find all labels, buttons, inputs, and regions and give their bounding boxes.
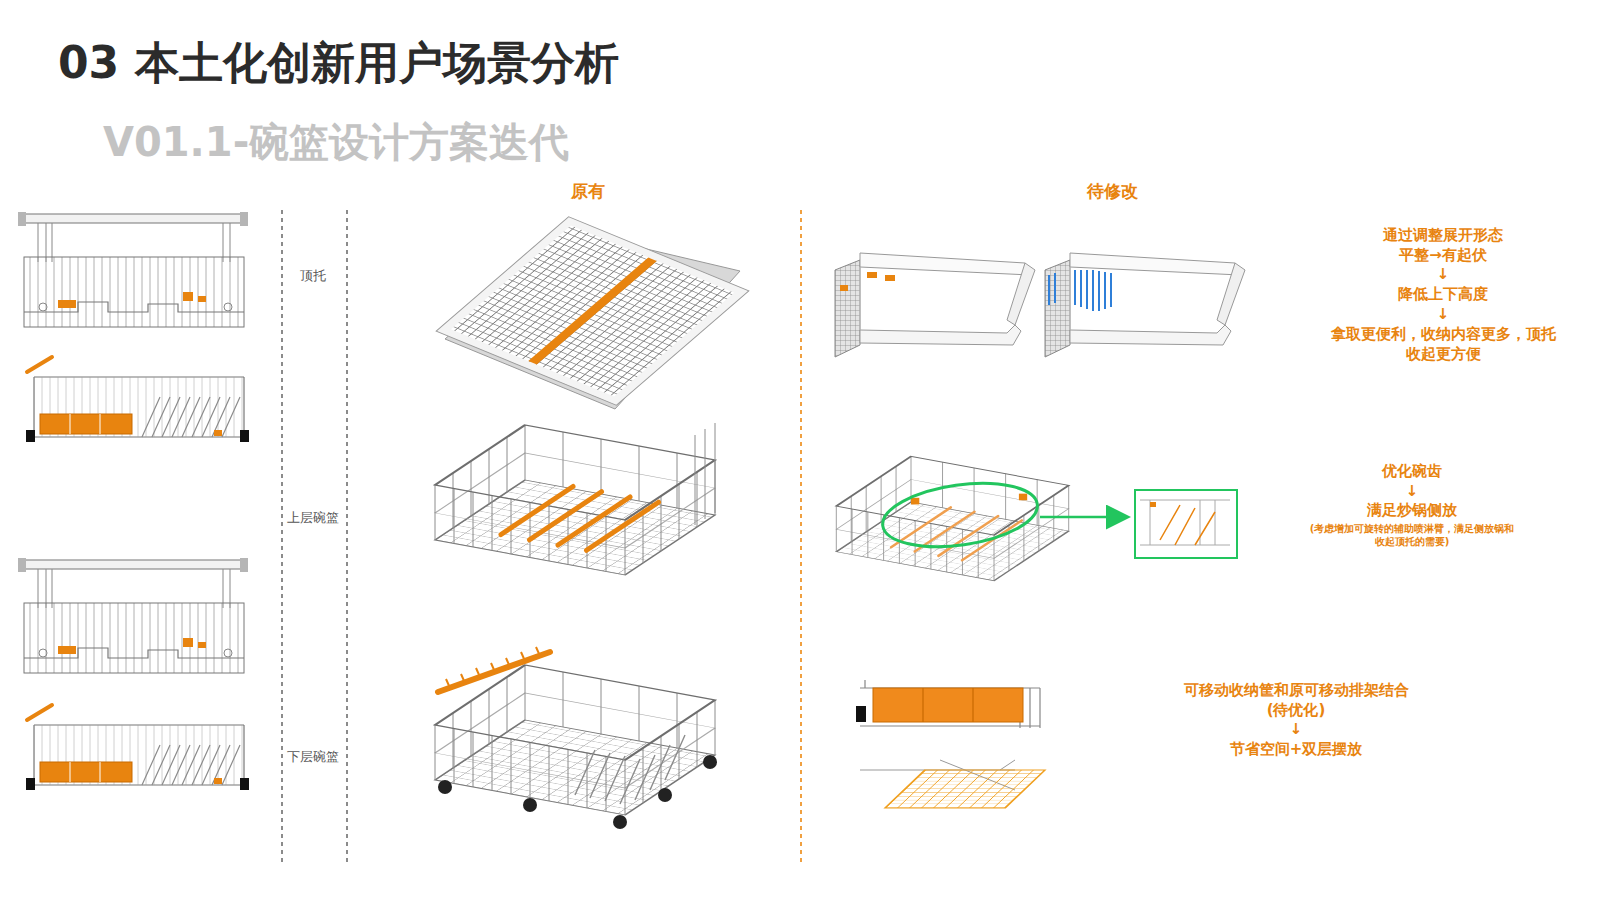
- tray: [1045, 253, 1245, 357]
- annotation: 通过调整展开形态: [1283, 226, 1600, 246]
- highlight-ellipse: [879, 474, 1042, 555]
- tray: [835, 253, 1035, 357]
- lower-basket: [435, 647, 717, 829]
- annotation: 满足炒锅侧放: [1252, 501, 1572, 521]
- arrow-symbol: ↓: [1276, 720, 1316, 740]
- upper-basket: [435, 423, 715, 575]
- divider-line: [800, 210, 802, 862]
- annotation: (待优化): [1196, 701, 1396, 721]
- annotation: 节省空间+双层摆放: [1136, 740, 1456, 760]
- arrow-symbol: ↓: [1423, 265, 1463, 285]
- storage-box-rack: [856, 680, 1040, 728]
- subtitle: V01.1-碗篮设计方案迭代: [103, 116, 803, 168]
- top-rack-side-view: [18, 558, 248, 673]
- lower-rack-side-view: [26, 357, 249, 442]
- slide-title: 03 本土化创新用户场景分析: [58, 34, 958, 91]
- column-header: 待修改: [1052, 180, 1172, 202]
- arrow-symbol: ↓: [1392, 482, 1432, 502]
- zoom-arrow: [1040, 516, 1126, 519]
- upper-basket-modified: [836, 456, 1068, 581]
- annotation: 优化碗齿: [1252, 462, 1572, 482]
- top-tray: [436, 217, 749, 409]
- arrow-symbol: ↓: [1423, 305, 1463, 325]
- annotation: 可移动收纳筐和原可移动排架结合: [1086, 681, 1506, 701]
- tray-accent: [840, 272, 895, 291]
- row-label: 顶托: [300, 268, 360, 285]
- top-rack-side-view: [18, 212, 248, 327]
- annotation: 拿取更便利，收纳内容更多，顶托收起更方便: [1327, 325, 1559, 364]
- divider-line: [346, 210, 348, 862]
- annotation: 平整→有起伏: [1283, 246, 1600, 266]
- tray-accent: [1049, 270, 1111, 311]
- row-label: 下层碗篮: [287, 749, 351, 766]
- annotation: 降低上下高度: [1283, 285, 1600, 305]
- lower-rack-side-view: [26, 705, 249, 790]
- row-label: 上层碗篮: [287, 510, 351, 527]
- column-header: 原有: [528, 180, 648, 202]
- orange-wire-rack: [860, 760, 1045, 808]
- annotation-note: (考虑增加可旋转的辅助喷淋臂，满足侧放锅和收起顶托的需要): [1306, 522, 1518, 548]
- zoom-inset: [1135, 490, 1237, 558]
- divider-line: [281, 210, 283, 862]
